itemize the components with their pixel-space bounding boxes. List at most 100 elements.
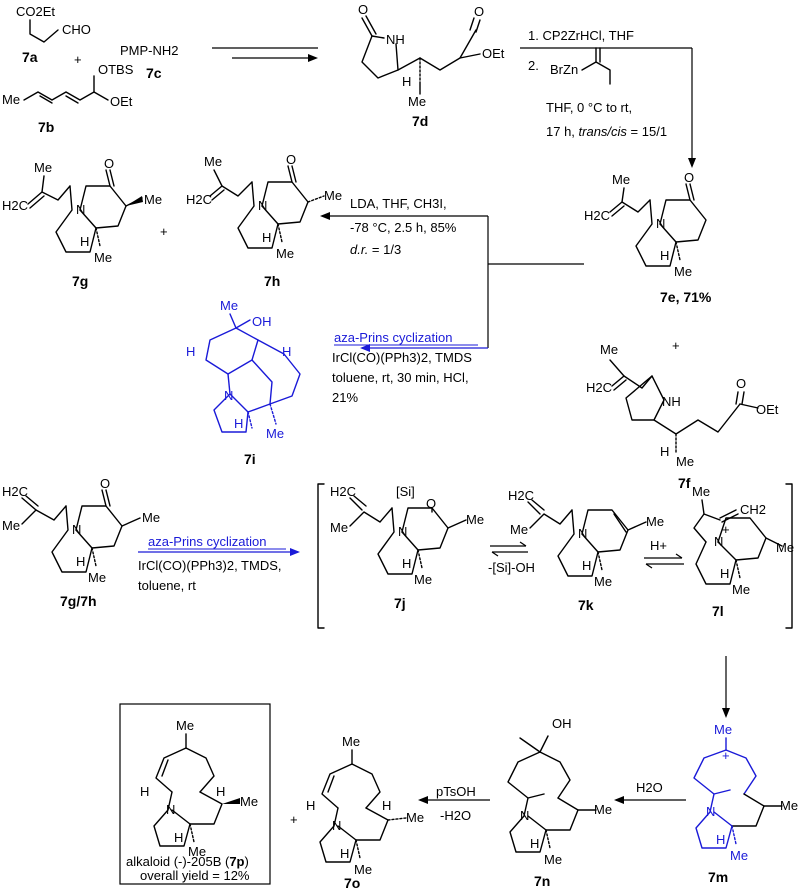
svg-text:H2C: H2C [2, 484, 28, 499]
svg-text:Me: Me [414, 572, 432, 587]
svg-text:Me: Me [142, 510, 160, 525]
compound-7d: O NH O OEt H Me 7d [358, 2, 505, 129]
svg-text:7o: 7o [344, 875, 360, 891]
svg-text:Me: Me [676, 454, 694, 469]
svg-text:H: H [140, 784, 149, 799]
svg-text:N: N [714, 534, 723, 549]
svg-text:H: H [720, 566, 729, 581]
svg-text:N: N [166, 802, 175, 817]
compound-7g: Me H2C O N Me H Me 7g [2, 156, 162, 289]
svg-text:1. CP2ZrHCl, THF: 1. CP2ZrHCl, THF [528, 28, 634, 43]
svg-text:alkaloid (-)-205B (7p): alkaloid (-)-205B (7p) [126, 854, 249, 869]
svg-text:H: H [340, 846, 349, 861]
svg-text:7g: 7g [72, 273, 88, 289]
svg-text:H: H [582, 558, 591, 573]
compound-7l: Me CH2 N + Me H Me 7l [692, 484, 794, 619]
svg-text:CHO: CHO [62, 22, 91, 37]
svg-text:+: + [722, 522, 730, 537]
svg-text:7h: 7h [264, 273, 280, 289]
svg-text:Me: Me [2, 518, 20, 533]
svg-text:7i: 7i [244, 451, 256, 467]
svg-text:N: N [398, 524, 407, 539]
svg-text:H: H [382, 798, 391, 813]
svg-text:OEt: OEt [110, 94, 133, 109]
svg-text:H: H [234, 416, 243, 431]
svg-text:H: H [716, 832, 725, 847]
svg-text:O: O [684, 170, 694, 185]
svg-text:N: N [578, 526, 587, 541]
svg-text:H: H [402, 556, 411, 571]
svg-text:OEt: OEt [756, 402, 779, 417]
svg-text:H: H [282, 344, 291, 359]
svg-text:7e, 71%: 7e, 71% [660, 289, 712, 305]
compound-7i: Me OH H H N H Me 7i [186, 298, 301, 467]
svg-text:7c: 7c [146, 65, 162, 81]
arrow-7e-to-7gh: LDA, THF, CH3I, -78 °C, 2.5 h, 85% d.r. … [320, 196, 584, 405]
svg-text:2.: 2. [528, 58, 539, 73]
svg-text:O: O [736, 376, 746, 391]
svg-text:O: O [358, 2, 368, 17]
svg-text:7m: 7m [708, 869, 728, 885]
svg-text:7g/7h: 7g/7h [60, 593, 97, 609]
svg-text:Me: Me [730, 848, 748, 863]
svg-text:Me: Me [692, 484, 710, 499]
svg-text:OH: OH [552, 716, 572, 731]
svg-text:Me: Me [406, 810, 424, 825]
svg-text:7n: 7n [534, 873, 550, 889]
svg-text:H2C: H2C [586, 380, 612, 395]
svg-text:aza-Prins cyclization: aza-Prins cyclization [334, 330, 453, 345]
svg-text:+: + [672, 338, 680, 353]
svg-text:THF, 0 °C to rt,: THF, 0 °C to rt, [546, 100, 632, 115]
svg-text:7j: 7j [394, 595, 406, 611]
svg-text:Me: Me [780, 798, 798, 813]
svg-text:Me: Me [88, 570, 106, 585]
compound-7c: PMP-NH2 7c [120, 43, 179, 81]
svg-text:Me: Me [408, 94, 426, 109]
svg-text:CO2Et: CO2Et [16, 4, 55, 19]
svg-text:Me: Me [612, 172, 630, 187]
svg-text:7f: 7f [678, 475, 691, 491]
svg-text:N: N [258, 198, 267, 213]
svg-text:overall yield = 12%: overall yield = 12% [140, 868, 250, 883]
arrow-7m-to-7n: H2O [614, 780, 686, 804]
svg-text:[Si]: [Si] [396, 484, 415, 499]
svg-text:Me: Me [776, 540, 794, 555]
svg-text:+: + [290, 812, 298, 827]
svg-text:CH2: CH2 [740, 502, 766, 517]
svg-text:aza-Prins cyclization: aza-Prins cyclization [148, 534, 267, 549]
svg-text:H: H [306, 798, 315, 813]
compound-7j: H2C Me [Si] O N Me H Me 7j [330, 484, 484, 611]
svg-text:N: N [706, 804, 715, 819]
compound-7n: OH Me N H Me 7n [507, 716, 612, 889]
svg-text:+: + [160, 224, 168, 239]
svg-text:7d: 7d [412, 113, 428, 129]
svg-text:Me: Me [204, 154, 222, 169]
svg-text:NH: NH [662, 394, 681, 409]
svg-text:LDA, THF, CH3I,: LDA, THF, CH3I, [350, 196, 447, 211]
compound-7a: CO2Et CHO 7a [16, 4, 91, 65]
svg-text:H2C: H2C [186, 192, 212, 207]
svg-text:Me: Me [144, 192, 162, 207]
svg-text:NH: NH [386, 32, 405, 47]
svg-text:-H2O: -H2O [440, 808, 471, 823]
svg-text:toluene, rt, 30 min, HCl,: toluene, rt, 30 min, HCl, [332, 370, 469, 385]
svg-text:OEt: OEt [482, 46, 505, 61]
svg-text:Me: Me [510, 522, 528, 537]
svg-text:H2C: H2C [584, 208, 610, 223]
svg-text:7l: 7l [712, 603, 724, 619]
svg-text:H: H [186, 344, 195, 359]
svg-text:7k: 7k [578, 597, 594, 613]
svg-text:Me: Me [544, 852, 562, 867]
svg-text:N: N [520, 808, 529, 823]
compound-7m: Me + Me N H Me 7m [693, 722, 798, 885]
svg-text:Me: Me [646, 514, 664, 529]
svg-text:Me: Me [342, 734, 360, 749]
svg-text:Me: Me [176, 718, 194, 733]
compound-7e: Me H2C O N H Me 7e, 71% [584, 170, 712, 305]
svg-text:N: N [332, 818, 341, 833]
svg-text:H: H [660, 444, 669, 459]
svg-text:BrZn: BrZn [550, 62, 578, 77]
arrow-7l-to-7m [722, 656, 730, 718]
svg-text:Me: Me [2, 92, 20, 107]
